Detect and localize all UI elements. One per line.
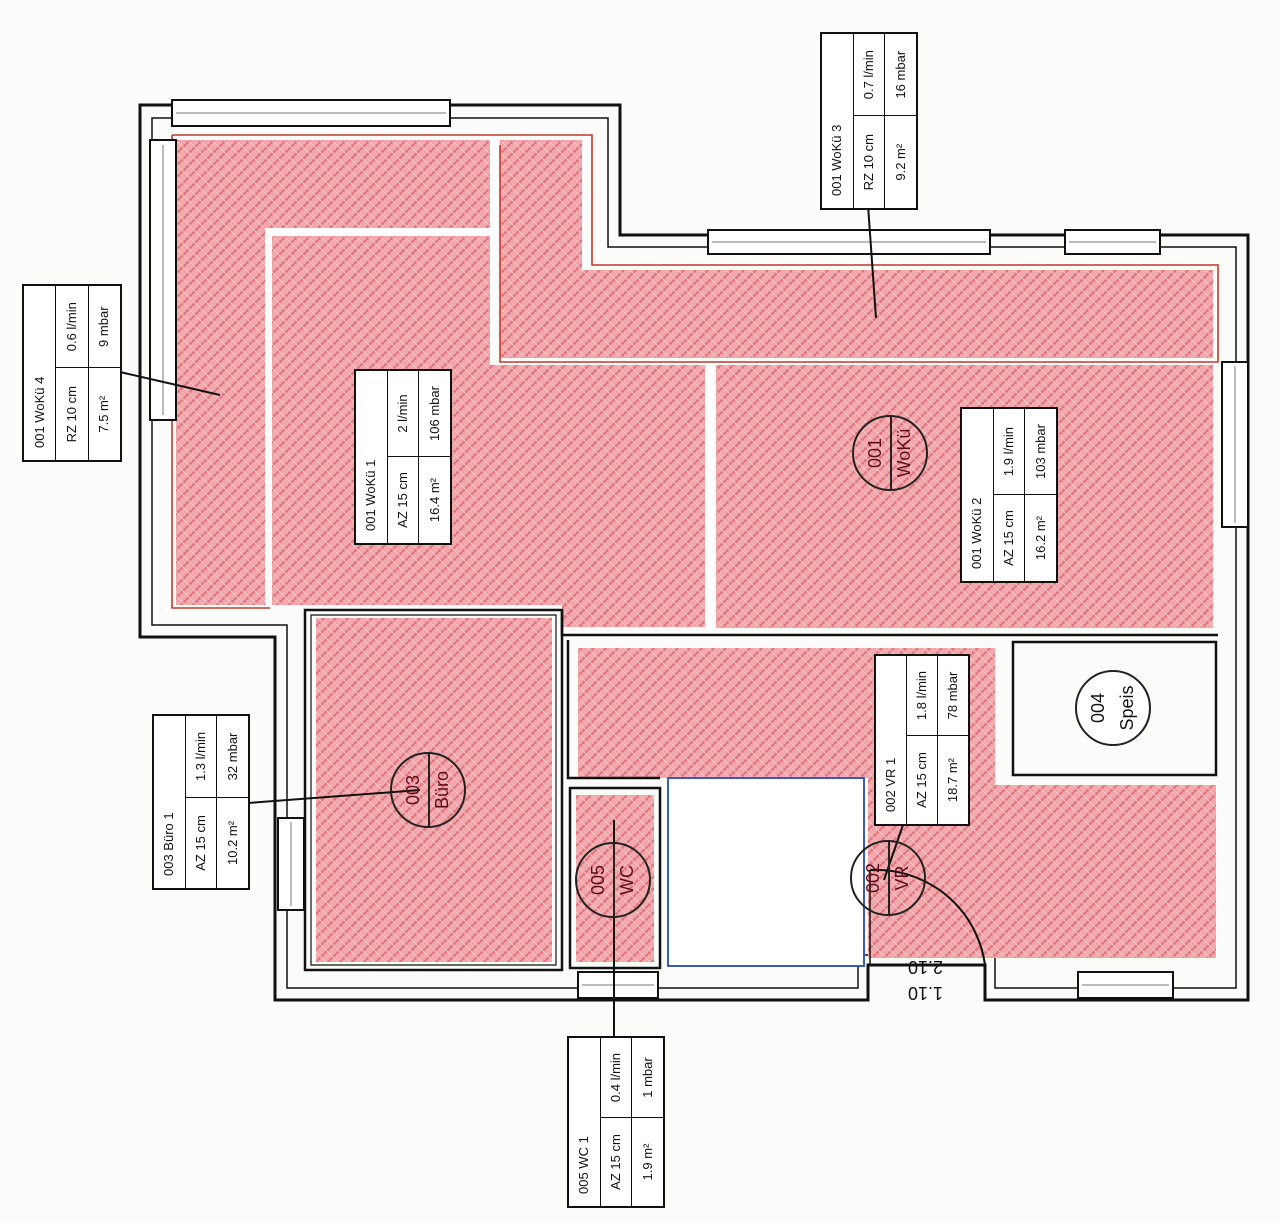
door-height-label: 2.10	[908, 957, 944, 977]
wall-vr	[566, 640, 660, 780]
wall-wc	[568, 786, 662, 970]
wall-speis	[1011, 640, 1218, 777]
window-bottom-right	[1077, 971, 1174, 999]
leader-woku4	[119, 371, 221, 396]
shaft-area	[667, 777, 865, 967]
zone-buro	[316, 618, 552, 962]
window-top	[171, 99, 451, 127]
zone-woku4	[176, 140, 490, 605]
door-width-label: 1.10	[908, 983, 944, 1003]
window-buro	[277, 817, 305, 911]
window-right	[1221, 361, 1249, 528]
zone-woku3	[500, 140, 1213, 358]
wall-kitchen-south	[560, 610, 1218, 637]
leader-vr	[883, 821, 905, 881]
window-wc	[577, 971, 659, 999]
window-left	[149, 139, 177, 421]
door-swing	[869, 868, 986, 966]
window-north2	[1064, 229, 1161, 255]
leader-woku3	[867, 204, 877, 319]
window-north1	[707, 229, 991, 255]
leader-buro	[247, 789, 421, 804]
